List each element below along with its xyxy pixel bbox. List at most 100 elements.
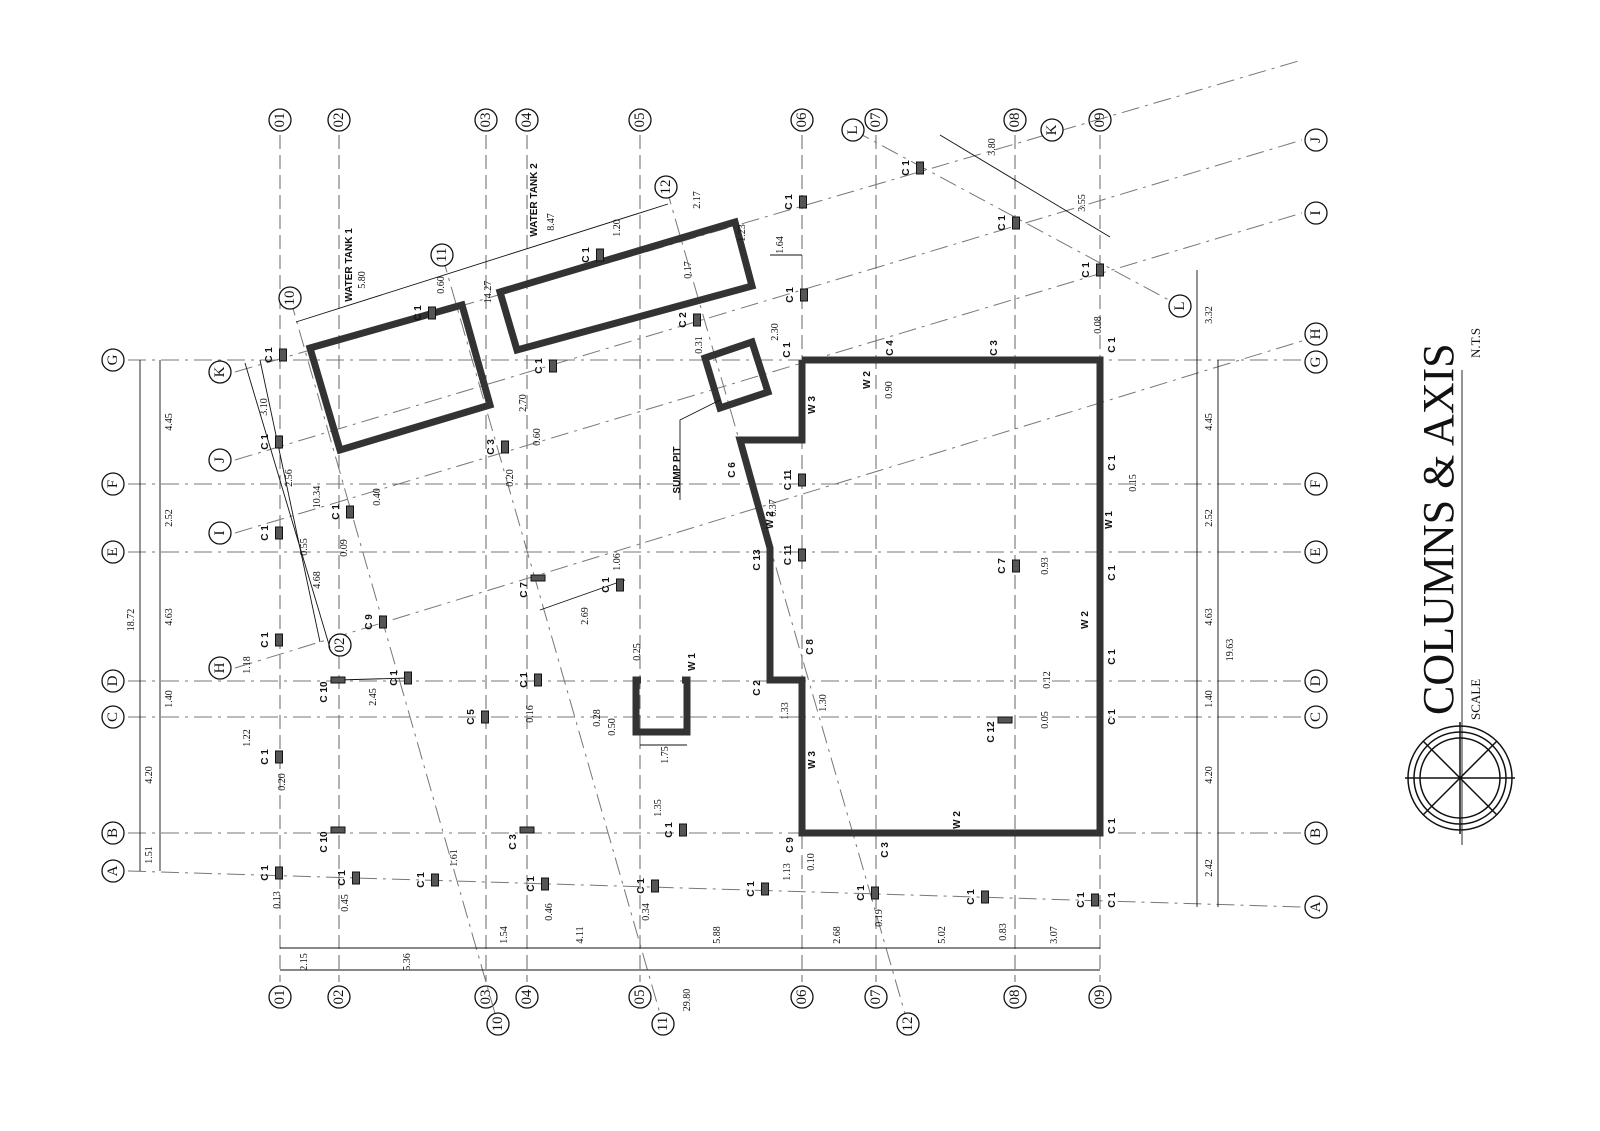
column-marker xyxy=(916,161,924,175)
column-marker xyxy=(330,676,346,684)
dimension-label: 0.46 xyxy=(544,903,555,921)
wall-label: C 1 xyxy=(1107,337,1118,353)
dimension-label: 0.20 xyxy=(505,469,516,487)
wall-label: C 1 xyxy=(1107,649,1118,665)
dimension-label: 0.05 xyxy=(1040,711,1051,729)
column-marker xyxy=(519,826,535,834)
column-label: C 1 xyxy=(664,822,675,838)
wall-label: W 3 xyxy=(807,396,818,414)
dimension-label: 0.09 xyxy=(339,539,350,557)
dimension-bottom: 5.36 xyxy=(402,953,413,971)
axis-bottom-01-label: 01 xyxy=(272,990,288,1005)
drawing-title: COLUMNS & AXIS xyxy=(1414,343,1463,715)
column-label: C 7 xyxy=(997,558,1008,574)
dimension-right: 19.63 xyxy=(1225,639,1236,662)
axis-right-A-label: A xyxy=(1308,901,1324,912)
axis-02-label: 02 xyxy=(332,638,348,653)
axis-right-D-bubble xyxy=(1304,669,1328,693)
dimension-label: 1.35 xyxy=(653,799,664,817)
column-label: C 1 xyxy=(601,577,612,593)
axis-right-J-label: J xyxy=(1308,137,1324,143)
dimension-label: 0.55 xyxy=(299,538,310,556)
axis-left-F-bubble xyxy=(101,472,125,496)
dimension-label: 8.47 xyxy=(546,213,557,231)
dimension-label: 3.10 xyxy=(259,398,270,416)
dimension-label: 1.30 xyxy=(818,694,829,712)
dimension-label: 0.19 xyxy=(874,909,885,927)
wall-label: C 1 xyxy=(782,342,793,358)
axis-bottom-02-label: 02 xyxy=(331,990,347,1005)
column-marker xyxy=(1012,559,1020,573)
axis-bottom-09-bubble xyxy=(1088,985,1112,1009)
column-marker xyxy=(800,288,808,302)
column-marker xyxy=(275,750,283,764)
column-marker xyxy=(404,671,412,685)
axis-bottom-04-bubble xyxy=(515,985,539,1009)
column-label: C 1 xyxy=(997,215,1008,231)
water-tank-1-wall xyxy=(305,300,495,455)
column-label: C 3 xyxy=(486,439,497,455)
column-marker xyxy=(275,526,283,540)
water-tank-1-label: WATER TANK 1 xyxy=(344,228,355,302)
axis-12-label: 12 xyxy=(658,180,674,195)
column-label: C 1 xyxy=(785,287,796,303)
column-label: C 2 xyxy=(678,312,689,328)
axis-top-04-label: 04 xyxy=(519,112,535,128)
dimension-label: 0.37 xyxy=(768,499,779,517)
column-marker xyxy=(693,313,701,327)
sump-pit-wall xyxy=(700,337,773,413)
dimension-label: 0.10 xyxy=(806,853,817,871)
axis-right-H-bubble xyxy=(1304,322,1328,346)
axis-left-J-bubble xyxy=(208,448,232,472)
dimension-right: 2.42 xyxy=(1204,859,1215,877)
dimension-bottom: 4.11 xyxy=(575,926,586,943)
axis-10-bubble xyxy=(278,286,302,310)
axis-left-G-bubble xyxy=(101,348,125,372)
axis-bottom-02-bubble xyxy=(327,985,351,1009)
dimension-lines xyxy=(139,134,1219,971)
axis-top-07-bubble xyxy=(864,108,888,132)
column-marker xyxy=(549,359,557,373)
axis-top-03-label: 03 xyxy=(478,113,494,128)
wall-label: C 8 xyxy=(805,639,816,655)
column-marker xyxy=(997,716,1013,724)
axis-left-H-label: H xyxy=(212,662,228,673)
dimension-label: 2.69 xyxy=(580,607,591,625)
dimension-label: 1.61 xyxy=(449,849,460,867)
axis-top-06-bubble xyxy=(790,108,814,132)
column-marker xyxy=(279,348,287,362)
dimension-label: 1.33 xyxy=(780,702,791,720)
column-marker xyxy=(798,548,806,562)
axis-left-E-label: E xyxy=(105,547,121,556)
column-marker xyxy=(431,873,439,887)
dimension-label: 0.28 xyxy=(592,709,603,727)
column-marker xyxy=(275,435,283,449)
dimension-bottom: 2.68 xyxy=(832,926,843,944)
axis-left-C-label: C xyxy=(105,712,121,722)
dimension-bottom: 5.02 xyxy=(937,926,948,944)
column-marker xyxy=(981,890,989,904)
column-marker xyxy=(616,578,624,592)
dimension-label: 3.80 xyxy=(987,138,998,156)
axis-top-03-bubble xyxy=(474,108,498,132)
column-label: C 10 xyxy=(319,681,330,703)
dimension-label: 0.16 xyxy=(525,705,536,723)
axis-left-D-label: D xyxy=(105,675,121,686)
axis-left-E-bubble xyxy=(101,540,125,564)
axis-right-E-bubble xyxy=(1304,540,1328,564)
axis-L-label: L xyxy=(845,125,861,134)
axis-bottom-03-label: 03 xyxy=(478,990,494,1005)
column-label: C 1 xyxy=(260,749,271,765)
dimension-label: 2.70 xyxy=(518,394,529,412)
axis-11-label: 11 xyxy=(655,1017,671,1031)
column-label: C 10 xyxy=(319,831,330,853)
axis-top-08-bubble xyxy=(1003,108,1027,132)
wall-label: C 1 xyxy=(1107,565,1118,581)
dimension-label: 3.55 xyxy=(1077,194,1088,212)
axis-bottom-01-bubble xyxy=(268,985,292,1009)
column-marker xyxy=(352,871,360,885)
column-marker xyxy=(799,195,807,209)
column-marker xyxy=(530,574,546,582)
